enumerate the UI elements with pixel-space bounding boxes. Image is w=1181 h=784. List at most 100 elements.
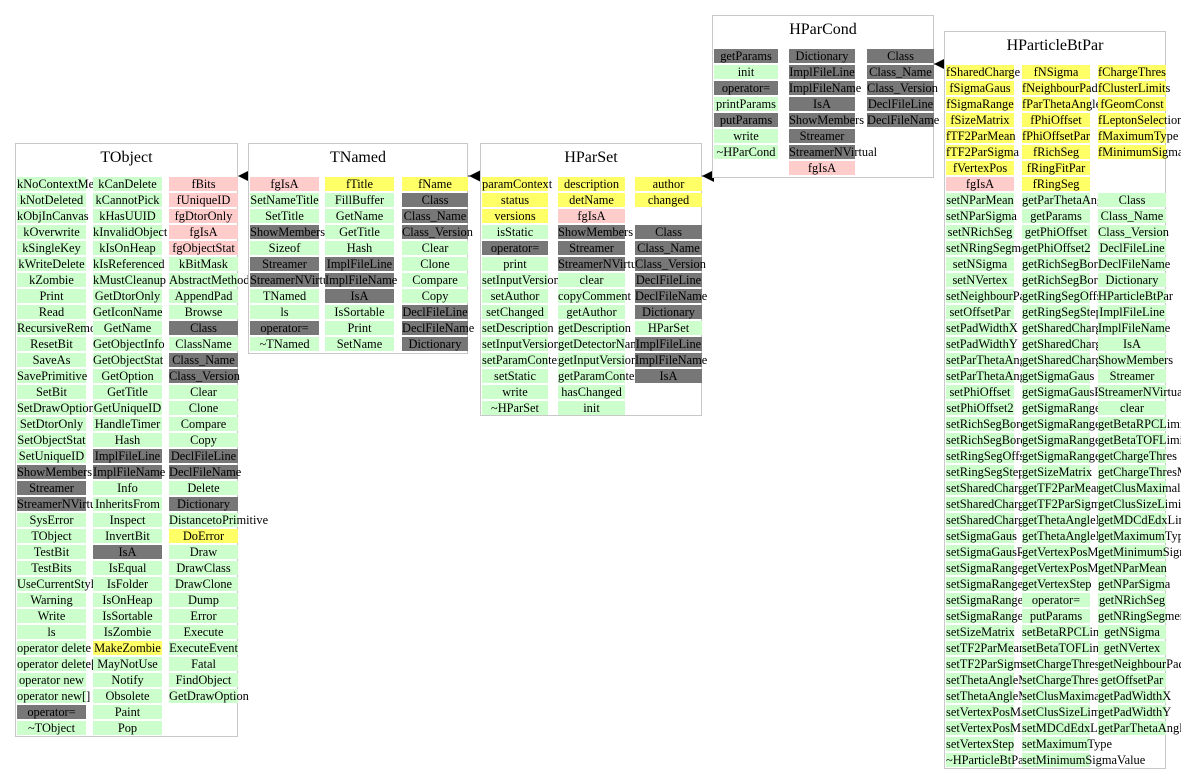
member-label: fPhiOffset <box>1030 113 1082 127</box>
member-label: setRingSegOffset <box>946 449 1034 463</box>
member-method: setSharedChargeVertical <box>946 513 1068 527</box>
member-method: init <box>714 65 778 79</box>
member-field: kOverwrite <box>17 225 86 239</box>
member-label: DrawClone <box>174 577 233 591</box>
member-label: Fatal <box>191 657 216 671</box>
member-method: getPadWidthX <box>1098 689 1171 703</box>
member-label: ImplFileLine <box>635 337 702 351</box>
member-field: kIsOnHeap <box>93 241 162 255</box>
member-label: StreamerNVirtual <box>1098 385 1181 399</box>
member-method: ShowMembers <box>17 465 92 479</box>
member-label: getPadWidthX <box>1098 689 1172 703</box>
member-method: Hash <box>325 241 394 255</box>
member-label: Class_Version <box>402 225 473 239</box>
member-label: fgIsA <box>577 209 606 223</box>
member-field: fNeighbourPad <box>1022 81 1098 95</box>
member-label: kCannotPick <box>95 193 160 207</box>
member-method: InvertBit <box>93 529 162 543</box>
member-label: setThetaAngleMin <box>946 689 1039 703</box>
member-label: fRingSeg <box>1032 177 1080 191</box>
member-method: clear <box>1098 401 1166 415</box>
member-label: getBetaRPCLimit <box>1098 417 1181 431</box>
member-method: Class_Version <box>1098 225 1169 239</box>
member-method: getSigmaGausRange <box>1022 385 1126 399</box>
member-label: Dictionary <box>408 337 462 351</box>
member-method: setVertexPosMax <box>946 705 1033 719</box>
member-method: Class <box>867 49 934 63</box>
member-method: ~HParSet <box>482 401 548 415</box>
member-method: operator= <box>1022 593 1090 607</box>
member-label: Clone <box>420 257 450 271</box>
member-method: setThetaAngleMax <box>946 673 1041 687</box>
member-label: kCanDelete <box>98 177 157 191</box>
member-label: ~HParSet <box>490 401 539 415</box>
member-label: DeclFileLine <box>635 273 702 287</box>
member-method: ~HParticleBtPar <box>946 753 1028 767</box>
member-field: fgIsA <box>250 177 319 191</box>
member-method: Obsolete <box>93 689 162 703</box>
member-label: ~HParCond <box>716 145 776 159</box>
member-method: Clear <box>402 241 468 255</box>
member-method: StreamerNVirtual <box>17 497 105 511</box>
member-method: Class_Name <box>1098 209 1166 223</box>
member-method: getInputVersion <box>558 353 637 367</box>
empty-slot <box>1098 177 1166 191</box>
member-method: getTF2ParSigma <box>1022 497 1106 511</box>
member-method: ImplFileLine <box>635 337 702 351</box>
member-label: ~TObject <box>27 721 76 735</box>
member-method: IsA <box>789 97 855 111</box>
member-label: kSingleKey <box>22 241 81 255</box>
member-label: init <box>583 401 600 415</box>
member-method: operator= <box>250 321 319 335</box>
member-label: Class <box>655 225 682 239</box>
member-method: getThetaAngleMax <box>1022 513 1118 527</box>
member-label: ImplFileName <box>635 353 708 367</box>
member-method: Dictionary <box>402 337 468 351</box>
member-label: kIsReferenced <box>93 257 165 271</box>
class-title: HParticleBtPar <box>1006 37 1104 54</box>
member-method: getParThetaAngleMin <box>1022 193 1133 207</box>
member-method: SetDtorOnly <box>17 417 86 431</box>
member-label: Dictionary <box>642 305 695 319</box>
member-method: setDescription <box>482 321 554 335</box>
member-method: setSigmaRangeMax <box>946 577 1046 591</box>
member-method: operator delete[] <box>17 657 99 671</box>
member-method: getPhiOffset <box>1022 225 1090 239</box>
member-field: fTF2ParSigma <box>946 145 1019 159</box>
member-field: kCanDelete <box>93 177 162 191</box>
member-method: Pop <box>93 721 162 735</box>
member-method: setRingSegStep <box>946 465 1024 479</box>
member-method: operator new <box>17 673 86 687</box>
member-field: kWriteDelete <box>17 257 86 271</box>
member-label: ls <box>280 305 289 319</box>
member-label: GetTitle <box>107 385 148 399</box>
member-method: operator= <box>17 705 86 719</box>
member-label: setChanged <box>486 305 544 319</box>
member-label: TNamed <box>262 289 307 303</box>
member-label: DeclFileName <box>402 321 475 335</box>
member-label: ShowMembers <box>1098 353 1174 367</box>
member-method: MayNotUse <box>93 657 162 671</box>
member-method: ClassName <box>169 337 238 351</box>
member-label: operator delete[] <box>17 657 100 671</box>
member-method: DeclFileLine <box>867 97 934 111</box>
member-label: status <box>500 193 530 207</box>
member-label: setNParSigma <box>946 209 1017 223</box>
member-method: getSigmaRangeSmall <box>1022 449 1129 463</box>
member-method: ExecuteEvent <box>169 641 238 655</box>
member-label: GetIconName <box>93 305 163 319</box>
member-label: kZombie <box>29 273 74 287</box>
member-label: Class_Version <box>867 81 938 95</box>
member-field: fgDtorOnly <box>169 209 238 223</box>
member-label: fUniqueID <box>176 193 231 207</box>
link-hparset-to-tnamed <box>466 170 481 182</box>
member-method: setChanged <box>482 305 548 319</box>
member-method: getSharedChargeDiagonal <box>1022 321 1153 335</box>
member-label: getVertexPosMax <box>1022 545 1111 559</box>
member-method: StreamerNVirtual <box>558 257 646 271</box>
member-method: getBetaRPCLimit <box>1098 417 1181 431</box>
member-label: getMDCdEdxLimit <box>1098 513 1181 527</box>
member-field: fSizeMatrix <box>946 113 1014 127</box>
